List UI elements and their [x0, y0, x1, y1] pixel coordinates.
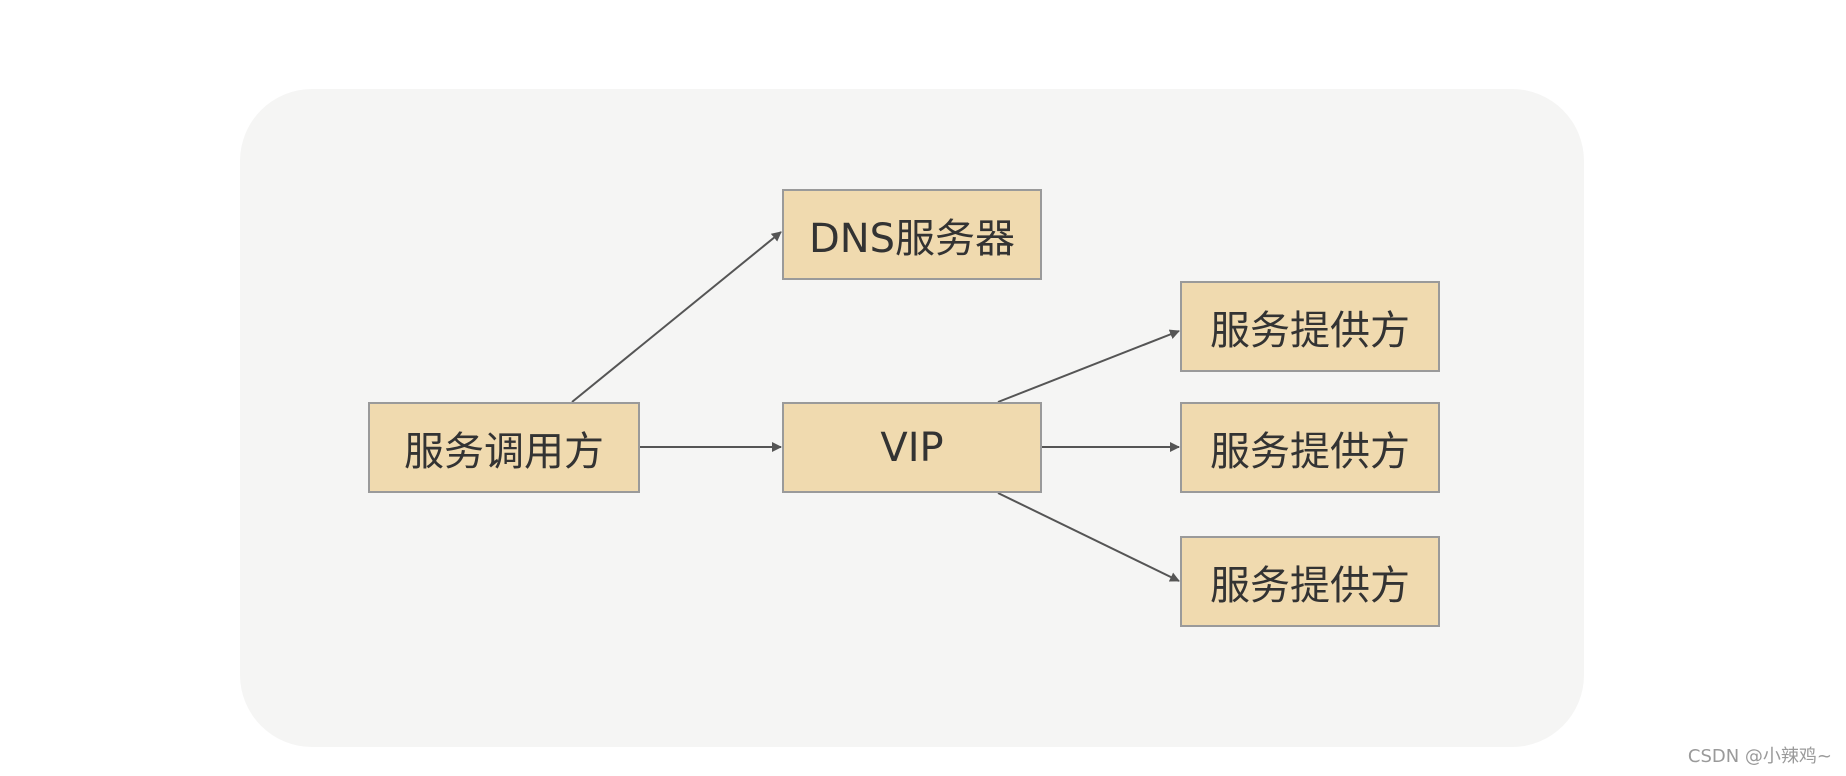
edge-vip-to-provider1 — [997, 329, 1180, 403]
node-vip: VIP — [782, 402, 1042, 493]
watermark: CSDN @小辣鸡~ — [1687, 746, 1832, 767]
node-service-provider-1: 服务提供方 — [1180, 281, 1440, 372]
edge-caller-to-dns — [571, 231, 782, 403]
node-dns-server: DNS服务器 — [782, 189, 1042, 280]
node-service-provider-2: 服务提供方 — [1180, 402, 1440, 493]
node-service-caller: 服务调用方 — [368, 402, 640, 493]
node-service-provider-3: 服务提供方 — [1180, 536, 1440, 627]
edge-vip-to-provider3 — [997, 492, 1180, 582]
